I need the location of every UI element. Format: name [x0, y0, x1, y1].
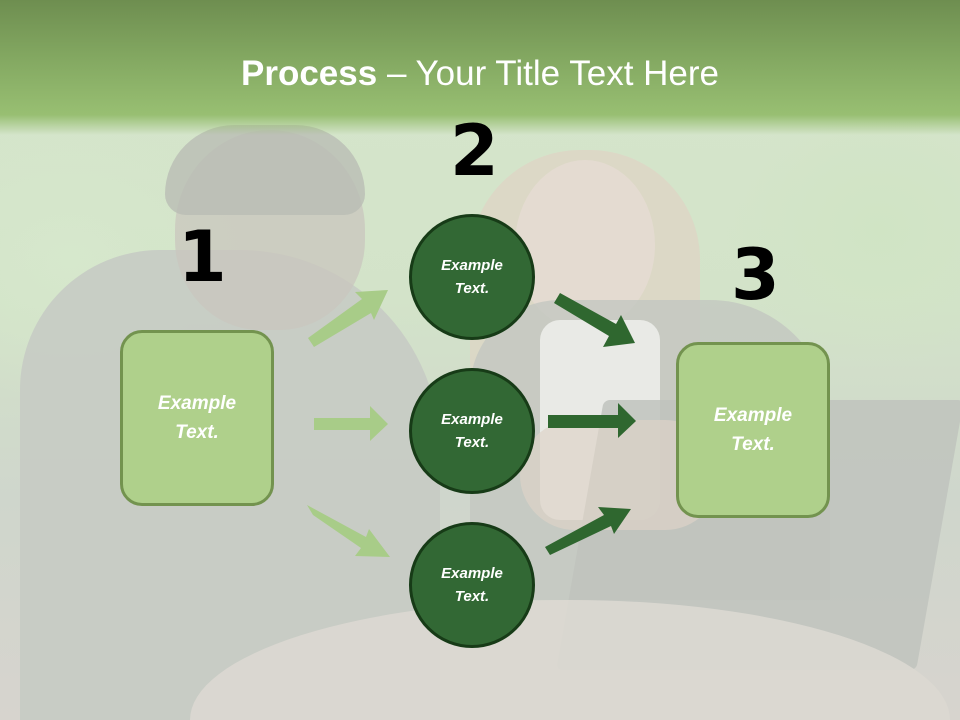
title-bold: Process	[241, 54, 378, 93]
step2-circle-3[interactable]: Example Text.	[409, 522, 535, 648]
background-man-hair	[165, 125, 365, 215]
step2-circle-1-label: Example Text.	[441, 257, 503, 297]
title-rest: – Your Title Text Here	[377, 54, 719, 93]
step1-box[interactable]: Example Text.	[120, 330, 274, 506]
step3-label: Example Text.	[713, 405, 793, 455]
step2-circle-2[interactable]: Example Text.	[409, 368, 535, 494]
step2-circle-1[interactable]: Example Text.	[409, 214, 535, 340]
step-number-2: 2	[450, 110, 499, 192]
step-number-3: 3	[731, 234, 780, 316]
step3-box[interactable]: Example Text.	[676, 342, 830, 518]
step1-label: Example Text.	[157, 393, 237, 443]
step2-circle-3-label: Example Text.	[441, 565, 503, 605]
step2-circle-2-label: Example Text.	[441, 411, 503, 451]
step-number-1: 1	[178, 216, 227, 298]
title-band	[0, 0, 960, 135]
slide-title: Process – Your Title Text Here	[0, 52, 960, 96]
